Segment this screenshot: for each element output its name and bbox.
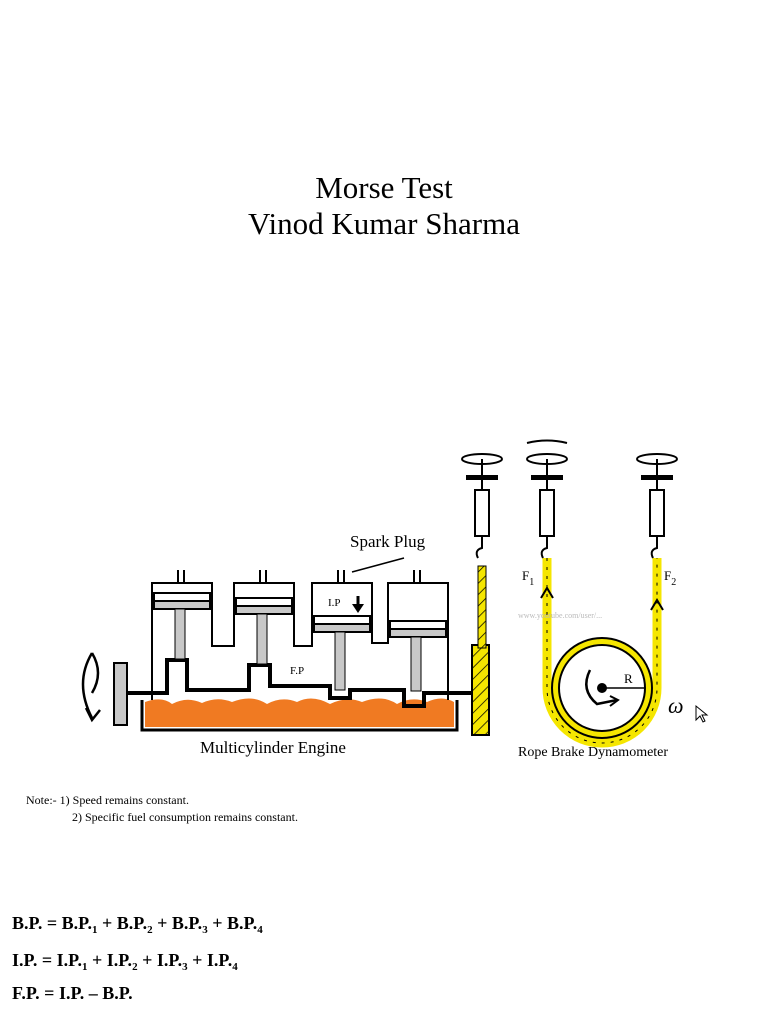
cylinder-1	[153, 570, 211, 660]
engine-label: Multicylinder Engine	[200, 738, 346, 757]
crankcase	[140, 698, 459, 732]
equation-fp: F.P. = I.P. – B.P.	[12, 983, 133, 1003]
spring-balance-left	[461, 453, 503, 559]
ip-label: I.P	[328, 597, 341, 609]
f1-label: F1	[522, 568, 534, 588]
equation-bp: B.P. = B.P.1 + B.P.2 + B.P.3 + B.P.4	[12, 913, 263, 936]
brake-drum	[551, 637, 653, 739]
spring-balance-f1	[526, 439, 568, 559]
spark-plug-label: Spark Plug	[350, 532, 426, 551]
cylinder-3	[313, 570, 371, 691]
morse-test-diagram: Spark Plug I.P F.P Multicylinder Engine	[12, 438, 710, 778]
radius-label: R	[624, 671, 633, 686]
fp-label: F.P	[290, 665, 304, 677]
watermark: www.youtube.com/user/...	[518, 611, 602, 620]
crankshaft	[127, 658, 477, 708]
up-arrow-icon	[540, 586, 664, 611]
cursor-icon	[695, 704, 709, 723]
down-arrow-icon	[352, 596, 364, 613]
author-name: Vinod Kumar Sharma	[248, 206, 520, 241]
engine-block	[151, 582, 449, 700]
note-line-2: 2) Specific fuel consumption remains con…	[72, 810, 298, 824]
flywheel	[113, 662, 128, 726]
hatched-rope-left-support	[477, 565, 487, 649]
note-line-1: Note:- 1) Speed remains constant.	[26, 793, 189, 807]
rotation-arrow-icon	[81, 652, 101, 723]
spark-plug-leader	[351, 557, 405, 573]
title-block: Morse Test Vinod Kumar Sharma	[0, 170, 768, 242]
cylinder-2	[235, 570, 293, 665]
f2-label: F2	[664, 568, 676, 588]
spring-balance-f2	[636, 453, 678, 559]
equation-ip: I.P. = I.P.1 + I.P.2 + I.P.3 + I.P.4	[12, 950, 238, 973]
cylinder-4	[389, 570, 447, 692]
brake-rope	[542, 558, 662, 748]
page-title: Morse Test	[315, 170, 453, 205]
dyno-label: Rope Brake Dynamometer	[518, 745, 668, 760]
note: Note:- 1) Speed remains constant. 2) Spe…	[26, 792, 298, 826]
coupling	[471, 644, 490, 736]
omega-label: ω	[668, 693, 684, 718]
